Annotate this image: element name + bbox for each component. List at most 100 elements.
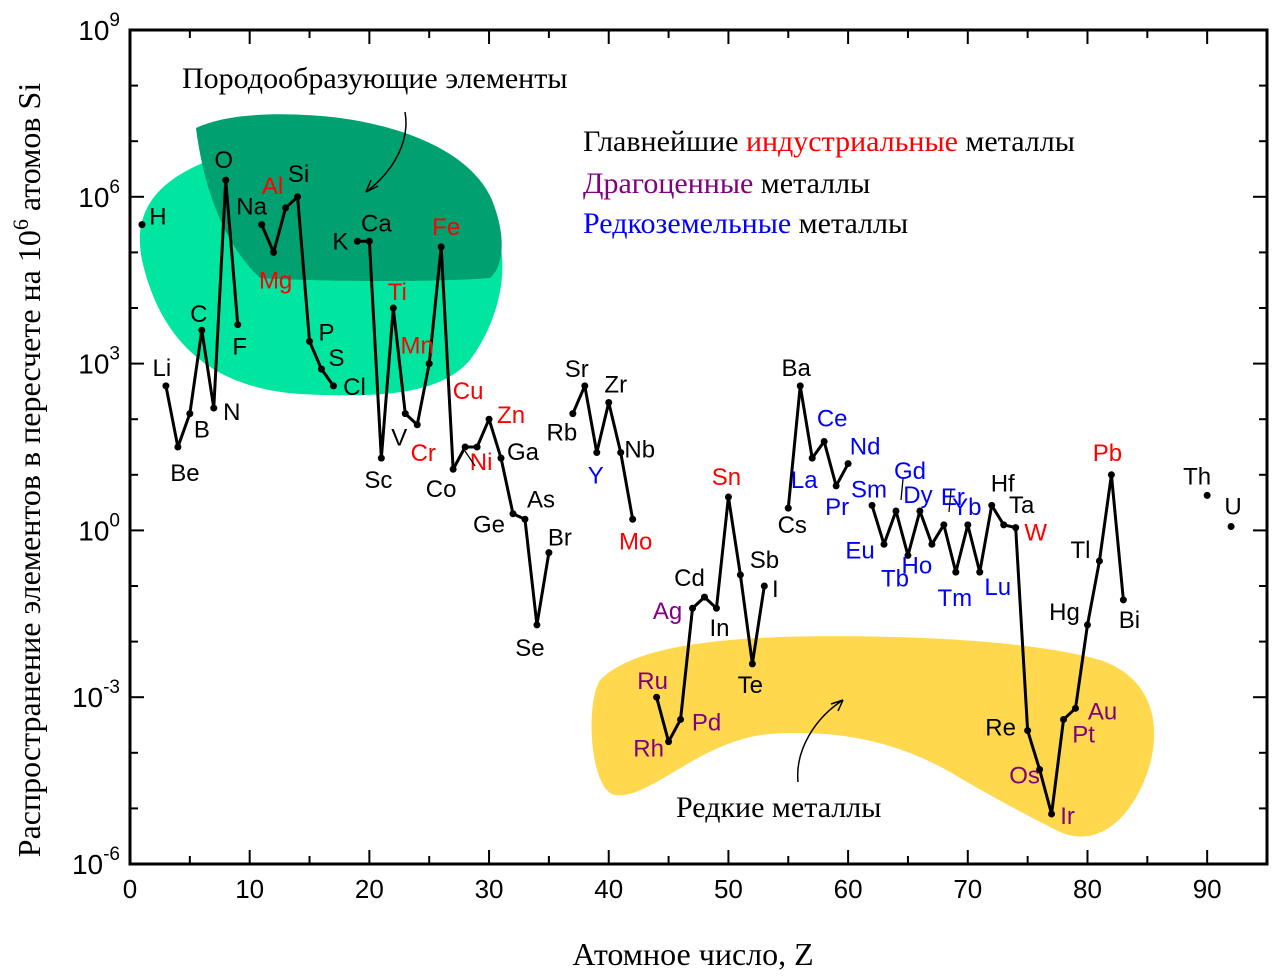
- element-label-ba: Ba: [782, 355, 812, 382]
- data-point-z71: [976, 568, 984, 576]
- element-label-ir: Ir: [1060, 803, 1075, 830]
- plot-frame: [128, 28, 1269, 866]
- data-point-z16: [317, 365, 325, 373]
- data-point-z90: [1203, 491, 1211, 499]
- element-label-re: Re: [985, 715, 1016, 742]
- element-label-s: S: [328, 345, 344, 372]
- element-label-sr: Sr: [565, 356, 589, 383]
- data-point-z68: [940, 521, 948, 529]
- data-point-z59: [832, 482, 840, 490]
- element-label-li: Li: [153, 355, 172, 382]
- data-point-z53: [760, 582, 768, 590]
- element-label-ta: Ta: [1009, 492, 1035, 519]
- element-label-cl: Cl: [343, 374, 366, 401]
- data-point-z37: [569, 410, 577, 418]
- element-label-nb: Nb: [624, 437, 655, 464]
- data-point-z74: [1012, 524, 1020, 532]
- element-label-dy: Dy: [903, 482, 932, 509]
- data-point-z46: [677, 715, 685, 723]
- data-point-z49: [712, 604, 720, 612]
- data-point-z34: [533, 621, 541, 629]
- data-point-z62: [868, 501, 876, 509]
- x-tick-label: 10: [235, 874, 264, 904]
- element-label-sc: Sc: [364, 467, 392, 494]
- rock-forming-arrow: [365, 111, 407, 193]
- element-label-u: U: [1224, 494, 1241, 521]
- element-label-br: Br: [548, 525, 572, 552]
- data-point-z29: [473, 443, 481, 451]
- series-line-segment-6: [786, 384, 850, 509]
- data-point-z9: [234, 321, 242, 329]
- data-point-z92: [1227, 523, 1235, 531]
- element-label-ru: Ru: [637, 668, 668, 695]
- data-point-z78: [1060, 715, 1068, 723]
- data-point-z26: [437, 243, 445, 251]
- data-point-z7: [210, 404, 218, 412]
- legend-ree: Редкоземельные металлы: [583, 207, 908, 240]
- data-point-z13: [282, 204, 290, 212]
- data-point-z11: [258, 221, 266, 229]
- element-label-hg: Hg: [1049, 599, 1080, 626]
- element-label-in: In: [709, 615, 729, 642]
- element-label-tl: Tl: [1070, 537, 1090, 564]
- data-point-z30: [485, 415, 493, 423]
- data-point-z15: [306, 337, 314, 345]
- data-point-z8: [222, 176, 230, 184]
- data-point-z38: [581, 382, 589, 390]
- data-point-z21: [377, 454, 385, 462]
- element-label-n: N: [223, 399, 240, 426]
- data-point-z6: [198, 326, 206, 334]
- y-axis-title: Распространение элементов в пересчете на…: [8, 83, 47, 858]
- x-tick-label: 80: [1073, 874, 1102, 904]
- element-label-mg: Mg: [259, 267, 292, 294]
- data-point-z69: [952, 568, 960, 576]
- element-label-c: C: [190, 301, 207, 328]
- element-label-as: As: [527, 486, 555, 513]
- element-label-nd: Nd: [850, 434, 881, 461]
- data-point-z70: [964, 521, 972, 529]
- data-point-z77: [1048, 810, 1056, 818]
- data-point-z1: [138, 221, 146, 229]
- data-point-z44: [653, 693, 661, 701]
- element-label-ni: Ni: [470, 449, 493, 476]
- data-point-z19: [353, 237, 361, 245]
- element-label-rh: Rh: [633, 736, 664, 763]
- y-tick-label: 10-3: [72, 677, 120, 713]
- data-point-z33: [521, 515, 529, 523]
- data-point-z35: [545, 549, 553, 557]
- element-label-be: Be: [170, 460, 199, 487]
- x-tick-label: 60: [834, 874, 863, 904]
- data-point-z25: [425, 360, 433, 368]
- x-tick-label: 70: [953, 874, 982, 904]
- data-point-z60: [844, 460, 852, 468]
- element-label-mo: Mo: [619, 528, 652, 555]
- data-point-z4: [174, 443, 182, 451]
- data-point-z81: [1095, 557, 1103, 565]
- element-label-ce: Ce: [817, 405, 848, 432]
- data-point-z12: [270, 248, 278, 256]
- data-point-z27: [449, 465, 457, 473]
- data-point-z31: [497, 454, 505, 462]
- legend-industrial: Главнейшие индустриальные металлы: [583, 125, 1075, 158]
- data-point-z65: [904, 551, 912, 559]
- data-point-z3: [162, 382, 170, 390]
- element-label-b: B: [194, 417, 210, 444]
- x-tick-label: 20: [355, 874, 384, 904]
- element-label-lu: Lu: [984, 574, 1011, 601]
- element-label-tb: Tb: [881, 565, 909, 592]
- data-point-z76: [1036, 765, 1044, 773]
- element-label-er: Er: [941, 484, 965, 511]
- data-point-z42: [629, 515, 637, 523]
- data-point-z83: [1119, 596, 1127, 604]
- x-tick-label: 50: [714, 874, 743, 904]
- element-label-v: V: [391, 425, 407, 452]
- element-label-yb: Yb: [952, 494, 981, 521]
- element-label-ga: Ga: [507, 439, 540, 466]
- data-point-z82: [1107, 471, 1115, 479]
- element-label-i: I: [772, 576, 779, 603]
- data-point-z48: [700, 593, 708, 601]
- element-label-cu: Cu: [453, 378, 484, 405]
- axis-ticks: [129, 29, 1268, 865]
